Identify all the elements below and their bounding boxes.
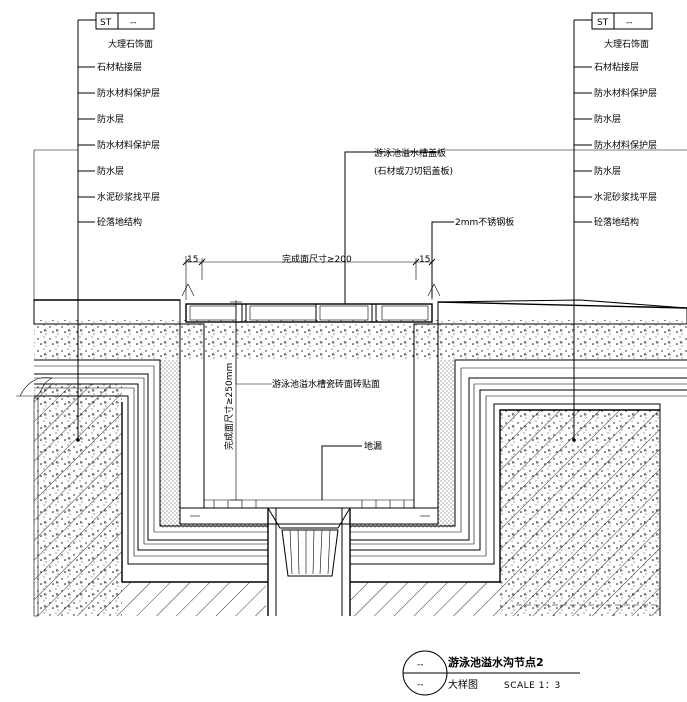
title-mark-bottom: -- — [417, 680, 424, 690]
grate-label: 游泳池溢水槽盖板 — [374, 147, 446, 159]
left-edge-detail — [16, 377, 53, 399]
right-layer-label: 防水材料保护层 — [594, 87, 657, 99]
right-layer-label: 防水材料保护层 — [594, 139, 657, 151]
dim-left-text: 15 — [187, 255, 198, 265]
left-layer-labels: 大理石饰面 石材粘接层 防水材料保护层 防水层 防水材料保护层 防水层 水泥砂浆… — [97, 38, 160, 228]
left-layer-label: 砼落地结构 — [97, 216, 142, 228]
left-layer-label: 大理石饰面 — [108, 38, 153, 50]
left-layer-label: 水泥砂浆找平层 — [97, 191, 160, 203]
concrete-slab — [34, 320, 687, 360]
right-layer-label: 防水层 — [594, 165, 621, 177]
overflow-grate — [185, 303, 433, 323]
right-tag-value: -- — [626, 18, 633, 28]
drain-pipe — [267, 507, 351, 616]
drain-label: 地漏 — [364, 440, 382, 452]
paving-surface — [33, 299, 687, 325]
right-layer-label: 大理石饰面 — [604, 38, 649, 50]
left-layer-label: 防水层 — [97, 165, 124, 177]
width-dimension-text: 完成面尺寸≥200 — [282, 253, 352, 265]
right-layer-label: 防水层 — [594, 113, 621, 125]
left-tag-value: -- — [130, 18, 137, 28]
left-layer-label: 防水层 — [97, 113, 124, 125]
depth-dimension-text: 完成面尺寸≥250mm — [223, 363, 235, 450]
left-tag-code: ST — [100, 18, 112, 28]
detail-title: 游泳池溢水沟节点2 — [448, 655, 544, 669]
left-layer-label: 防水材料保护层 — [97, 139, 160, 151]
left-layer-label: 防水材料保护层 — [97, 87, 160, 99]
right-tag-code: ST — [597, 18, 609, 28]
dim-right-text: 15 — [419, 255, 430, 265]
left-layer-label: 石材粘接层 — [97, 61, 142, 73]
left-tag: ST -- — [100, 18, 137, 28]
right-layer-label: 石材粘接层 — [594, 61, 639, 73]
width-dimension — [181, 256, 441, 300]
detail-scale: SCALE 1：3 — [504, 681, 561, 691]
concrete-structure — [34, 384, 660, 616]
right-layer-label: 水泥砂浆找平层 — [594, 191, 657, 203]
trough-finish-label: 游泳池溢水槽瓷砖面砖贴面 — [272, 378, 380, 390]
right-tag: ST -- — [597, 18, 633, 28]
right-layer-label: 砼落地结构 — [594, 216, 639, 228]
right-leader-column — [440, 12, 687, 442]
right-layer-labels: 大理石饰面 石材粘接层 防水材料保护层 防水层 防水材料保护层 防水层 水泥砂浆… — [594, 38, 657, 228]
title-mark-top: -- — [417, 660, 424, 670]
waterproof-layers — [33, 359, 687, 617]
grate-note: (石材或刀切铝盖板) — [374, 165, 453, 177]
title-block: -- -- 游泳池溢水沟节点2 大样图 SCALE 1：3 — [402, 650, 580, 696]
left-leader-column — [34, 12, 155, 442]
detail-type: 大样图 — [448, 678, 478, 691]
steel-plate-label: 2mm不锈钢板 — [455, 216, 514, 228]
